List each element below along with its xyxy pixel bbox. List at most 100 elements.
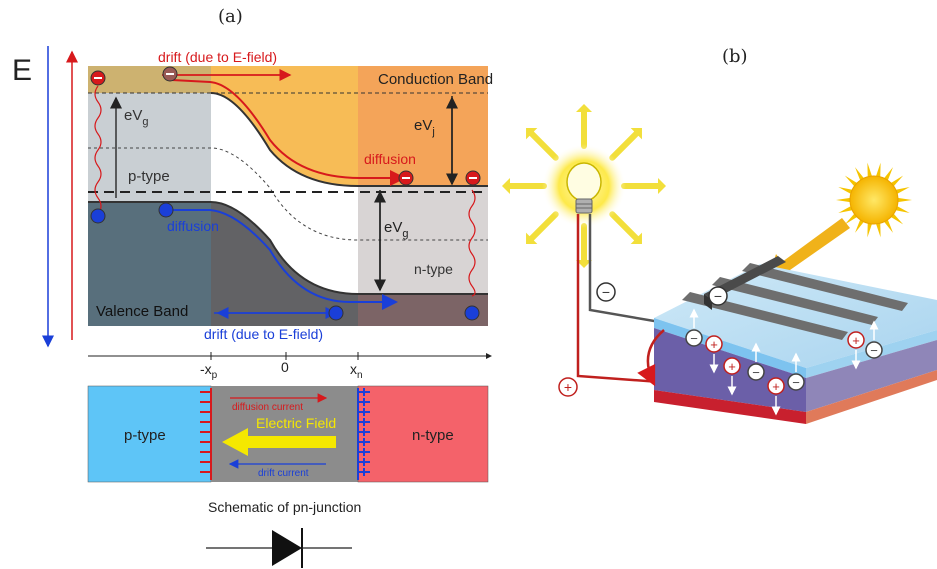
minus-mark	[402, 177, 410, 179]
bulb-ray-head	[630, 232, 642, 244]
hole-p-side	[90, 208, 106, 224]
hole-drift	[328, 305, 344, 321]
sun-ray	[884, 219, 893, 233]
bus-bar-edge	[704, 294, 712, 310]
wire-minus-terminal	[596, 282, 616, 302]
valence-band-label: Valence Band	[96, 303, 188, 320]
pn-junction-block: diffusion current Electric Field drift c…	[87, 385, 489, 483]
sun-ray	[895, 206, 910, 213]
bulb-ray	[528, 130, 559, 161]
tick-label-zero: 0	[281, 359, 289, 375]
cell-side-back-contact	[806, 370, 937, 424]
n-type-block-label: n-type	[412, 427, 454, 444]
sun-ray	[844, 175, 858, 187]
electron-charge-icon	[747, 363, 765, 381]
minus-mark	[469, 177, 477, 179]
electron-charge-icon	[865, 341, 883, 359]
valence-band-depletion	[211, 202, 358, 326]
sun-ray	[838, 206, 853, 213]
p-type-block-label: p-type	[124, 427, 166, 444]
sun-ray	[855, 167, 864, 181]
electron-charge-icon	[787, 373, 805, 391]
valence-band-p-edge	[88, 202, 211, 326]
negative-wire	[588, 214, 661, 324]
current-curve-arrow	[637, 329, 665, 387]
sun-ray	[855, 219, 864, 233]
band-diagram: drift (due to E-field) Conduction Band e…	[88, 49, 493, 342]
bulb-glass	[566, 162, 602, 202]
positive-wire	[576, 214, 661, 384]
sun-ray	[884, 167, 893, 181]
sun-ray	[844, 213, 858, 225]
finger-electrode	[712, 277, 878, 325]
photon-left-wiggle	[94, 85, 102, 215]
energy-axis-label: E	[12, 54, 32, 87]
electron-charge-symbol: −	[690, 331, 698, 346]
bulb-ray	[609, 130, 640, 161]
hole-diffusing	[158, 202, 174, 218]
sun-ray	[890, 213, 904, 225]
panel-label-b: (b)	[722, 46, 748, 67]
hole-diffusion-path	[166, 209, 398, 310]
electric-field-label: Electric Field	[256, 415, 336, 431]
wire-minus-symbol: −	[602, 284, 610, 300]
eVg-right-label: eVg	[384, 219, 408, 240]
conduction-band-edge	[210, 92, 488, 187]
drift-current-label: drift current	[258, 468, 309, 479]
photon-right-wiggle	[468, 189, 476, 297]
diffusion-current-label: diffusion current	[232, 402, 303, 413]
eVj-label: eVj	[414, 117, 435, 138]
n-type-band-label: n-type	[414, 261, 453, 277]
sunlight-arrow	[766, 218, 850, 286]
charge-carriers: −++−+−+−	[685, 308, 883, 416]
eVg-left-label: eVg	[124, 107, 148, 128]
positive-ion-layer	[357, 388, 370, 480]
electron-diffusion-path	[171, 79, 406, 186]
drift-bottom-label: drift (due to E-field)	[204, 326, 323, 342]
drift-top-label: drift (due to E-field)	[158, 49, 277, 65]
diffusion-electron-label: diffusion	[364, 151, 416, 167]
diode-symbol	[206, 528, 352, 568]
diffusion-hole-label: diffusion	[167, 218, 219, 234]
sun-ray	[876, 223, 881, 238]
sun-ray	[867, 223, 872, 238]
p-type-band-label: p-type	[128, 168, 170, 185]
position-axis-arrowhead	[486, 353, 492, 359]
valence-band-edge	[88, 201, 488, 295]
minus-mark	[94, 77, 102, 79]
sun-rays	[836, 162, 912, 238]
hole-charge-symbol: +	[772, 379, 780, 394]
cell-side-p-layer	[806, 340, 937, 412]
sun-ray	[895, 187, 910, 194]
cell-minus-terminal	[708, 286, 728, 306]
electron-charge-icon	[685, 329, 703, 347]
sun-disc	[849, 175, 899, 225]
bulb-ray	[609, 211, 640, 242]
electron-charge-symbol: −	[752, 365, 760, 380]
hole-charge-icon	[705, 335, 723, 353]
sun-icon	[836, 162, 912, 238]
bulb-ray-head	[526, 232, 538, 244]
p-region-block	[87, 385, 212, 483]
finger-electrode	[742, 263, 908, 311]
hole-charge-icon	[723, 357, 741, 375]
minus-mark	[166, 73, 174, 75]
hole-n-side	[464, 305, 480, 321]
sun-ray	[890, 175, 904, 187]
hole-charge-symbol: +	[710, 337, 718, 352]
sun-ray	[897, 197, 912, 203]
cell-front-back-contact	[654, 390, 806, 424]
cell-minus-symbol: −	[714, 288, 722, 304]
conduction-band-p-edge	[88, 66, 211, 93]
hole-charge-icon	[767, 377, 785, 395]
hole-charge-symbol: +	[728, 359, 736, 374]
panel-label-a: (a)	[218, 6, 243, 27]
tick-label-xp: -xp	[200, 361, 218, 381]
sun-ray	[836, 197, 851, 203]
bulb-ray-head	[576, 260, 592, 268]
hole-charge-icon	[847, 331, 865, 349]
electric-field-arrow	[222, 428, 336, 456]
bulb-ray-head	[658, 178, 666, 194]
position-axis: -xp 0 xn	[88, 352, 492, 381]
